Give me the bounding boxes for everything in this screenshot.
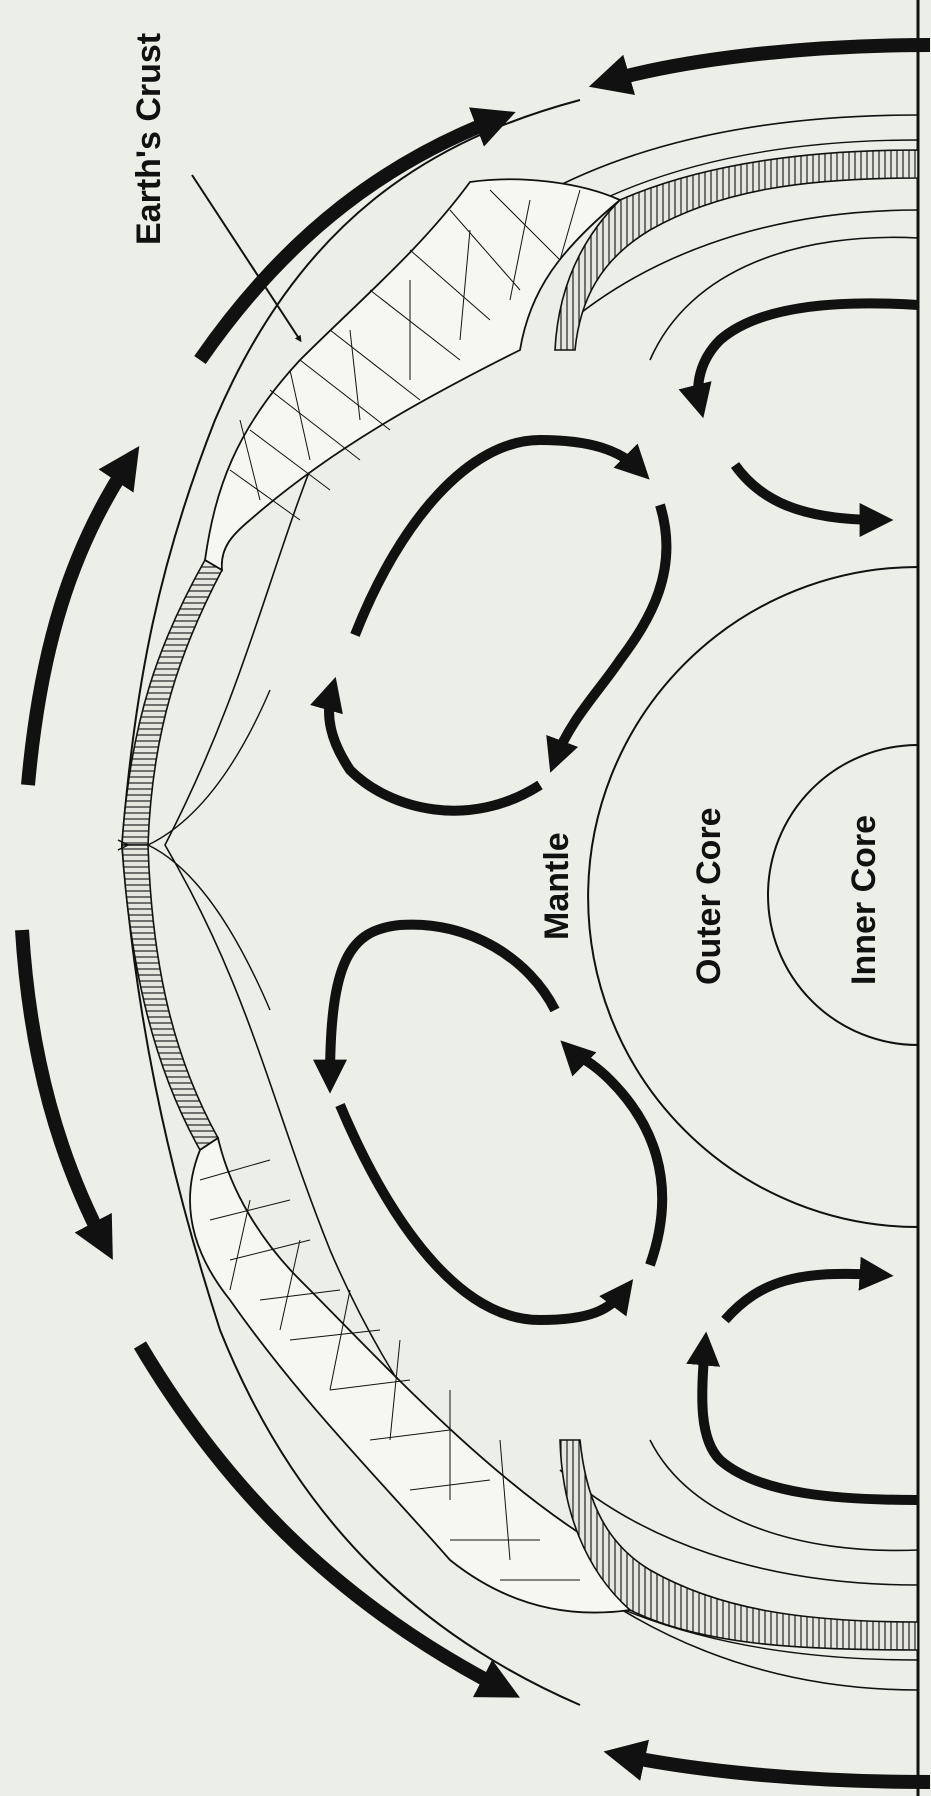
label-outer-core: Outer Core [690,807,728,985]
arrow-icon [570,1050,662,1265]
arrow-icon [605,45,930,82]
arrow-icon [355,440,640,635]
convection-arrows [329,303,918,1500]
arrow-icon [620,1755,930,1782]
arrow-icon [735,465,880,520]
subducting-slab-upper [555,150,918,350]
arrow-icon [329,690,540,811]
oceanic-crust-upper [122,560,222,845]
label-mantle: Mantle [538,832,576,940]
arrow-icon [22,930,105,1245]
arrow-icon [702,1345,918,1500]
arrow-icon [340,1105,625,1320]
arrow-icon [28,460,130,785]
arrow-icon [725,1274,880,1320]
arrow-icon [698,303,918,405]
oceanic-crust-lower [122,845,218,1150]
inner-core-boundary [768,745,918,1045]
continental-plate-lower [190,1138,630,1613]
label-earths-crust: Earth's Crust [130,33,168,245]
label-inner-core: Inner Core [845,815,883,985]
arrow-icon [330,925,555,1080]
continental-plate-upper [205,179,620,570]
arrow-icon [555,505,666,760]
